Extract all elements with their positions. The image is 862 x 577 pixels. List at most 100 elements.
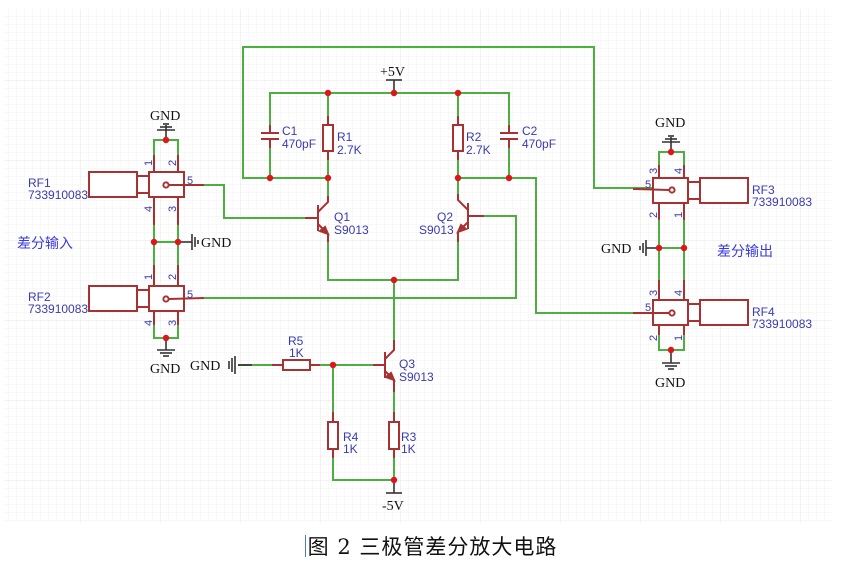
r3-ref: R3 — [401, 430, 417, 444]
gnd-label-rf2: GND — [150, 362, 180, 377]
capacitor-c2 — [500, 125, 518, 148]
q3-value: S9013 — [399, 370, 434, 384]
pin-number: 4 — [143, 206, 155, 212]
gnd-label-rf3: GND — [655, 116, 685, 131]
text-cursor — [304, 535, 306, 557]
gnd-label-r5: GND — [190, 359, 220, 374]
junction — [162, 334, 170, 342]
c2-value: 470pF — [522, 137, 556, 151]
pin-number: 1 — [143, 160, 155, 166]
wire-q2c-to-rf4 — [509, 177, 652, 314]
junction — [454, 89, 462, 97]
resistor-r2 — [452, 116, 464, 160]
r2-ref: R2 — [466, 130, 482, 144]
q2-value: S9013 — [419, 223, 454, 237]
resistor-r1 — [322, 116, 334, 160]
wire-vcc-rail — [269, 92, 510, 125]
r1-ref: R1 — [337, 130, 353, 144]
capacitor-c1 — [261, 125, 279, 148]
vee-label: -5V — [382, 499, 404, 514]
r2-value: 2.7K — [466, 143, 491, 157]
q1-value: S9013 — [334, 223, 369, 237]
gnd-label-output-mid: GND — [601, 242, 631, 257]
junction — [390, 476, 398, 484]
transistor-q1 — [305, 196, 330, 242]
wire-r4-bottom — [332, 450, 394, 481]
ground-icon-r5 — [228, 356, 252, 374]
rf4-ref: RF4 — [752, 305, 775, 319]
gnd-label-rf1: GND — [150, 109, 180, 124]
q2-ref: Q2 — [437, 210, 453, 224]
c1-ref: C1 — [282, 124, 298, 138]
pin-number: 2 — [167, 274, 179, 280]
rf2-value: 733910083 — [28, 302, 88, 316]
resistor-r5 — [272, 359, 320, 371]
q1-ref: Q1 — [334, 210, 350, 224]
gnd-label-input-mid: GND — [201, 236, 231, 251]
junction — [162, 136, 170, 144]
differential-output-label: 差分输出 — [717, 244, 773, 260]
grid-background — [4, 9, 832, 523]
rf3-value: 733910083 — [752, 195, 812, 209]
junction — [324, 174, 332, 182]
pin-number: 5 — [645, 302, 651, 314]
figure-caption: 图 2 三极管差分放大电路 — [307, 535, 558, 559]
junction — [266, 174, 274, 182]
junction — [680, 244, 688, 252]
r5-value: 1K — [289, 346, 304, 360]
rf2-pin-labels: 1 2 5 4 3 — [143, 274, 193, 326]
transistor-q3 — [373, 340, 396, 392]
r4-ref: R4 — [343, 430, 359, 444]
junction — [667, 346, 675, 354]
ground-icon-rf1 — [157, 123, 175, 140]
transistor-q2 — [456, 194, 484, 242]
pin-number: 1 — [673, 212, 685, 218]
pin-number: 5 — [187, 289, 193, 301]
ground-icon-rf4 — [662, 350, 680, 370]
junction — [324, 89, 332, 97]
rf-connector-rf3 — [632, 165, 749, 220]
junction — [454, 174, 462, 182]
rf-connector-rf4 — [633, 280, 749, 335]
junction — [655, 244, 663, 252]
r3-value: 1K — [401, 442, 416, 456]
rf1-value: 733910083 — [28, 188, 88, 202]
resistor-r4 — [327, 412, 339, 458]
rf4-value: 733910083 — [752, 317, 812, 331]
rf4-pin-labels: 3 4 5 2 1 — [645, 290, 685, 341]
pin-number: 3 — [167, 320, 179, 326]
vcc-label: +5V — [380, 65, 405, 80]
junction — [667, 148, 675, 156]
q3-ref: Q3 — [399, 357, 415, 371]
wire-top-loop — [242, 46, 652, 189]
differential-input-label: 差分输入 — [17, 236, 73, 252]
junction — [150, 238, 158, 246]
pin-number: 3 — [648, 290, 660, 296]
rf3-pin-labels: 3 4 5 2 1 — [645, 168, 685, 218]
pin-number: 1 — [143, 274, 155, 280]
junction — [390, 276, 398, 284]
figure-caption-container: 图 2 三极管差分放大电路 — [0, 531, 862, 561]
rf2-ref: RF2 — [28, 290, 51, 304]
rf3-ref: RF3 — [752, 183, 775, 197]
gnd-label-rf4: GND — [655, 376, 685, 391]
resistor-r3 — [388, 412, 400, 458]
junction — [174, 238, 182, 246]
pin-number: 4 — [143, 320, 155, 326]
rf1-pin-labels: 1 2 5 4 3 — [143, 160, 193, 212]
wire-rf2-to-q2-base — [204, 215, 517, 299]
pin-number: 2 — [648, 335, 660, 341]
c2-ref: C2 — [522, 124, 538, 138]
r5-ref: R5 — [288, 334, 304, 348]
pin-number: 3 — [648, 168, 660, 174]
pin-number: 5 — [187, 175, 193, 187]
r1-value: 2.7K — [337, 143, 362, 157]
rf1-ref: RF1 — [28, 176, 51, 190]
junction — [390, 89, 398, 97]
wire-rf1-to-q1-base — [204, 184, 305, 219]
rf-connector-rf1 — [88, 155, 204, 225]
pin-number: 2 — [648, 212, 660, 218]
pin-number: 2 — [167, 160, 179, 166]
junction — [329, 361, 337, 369]
